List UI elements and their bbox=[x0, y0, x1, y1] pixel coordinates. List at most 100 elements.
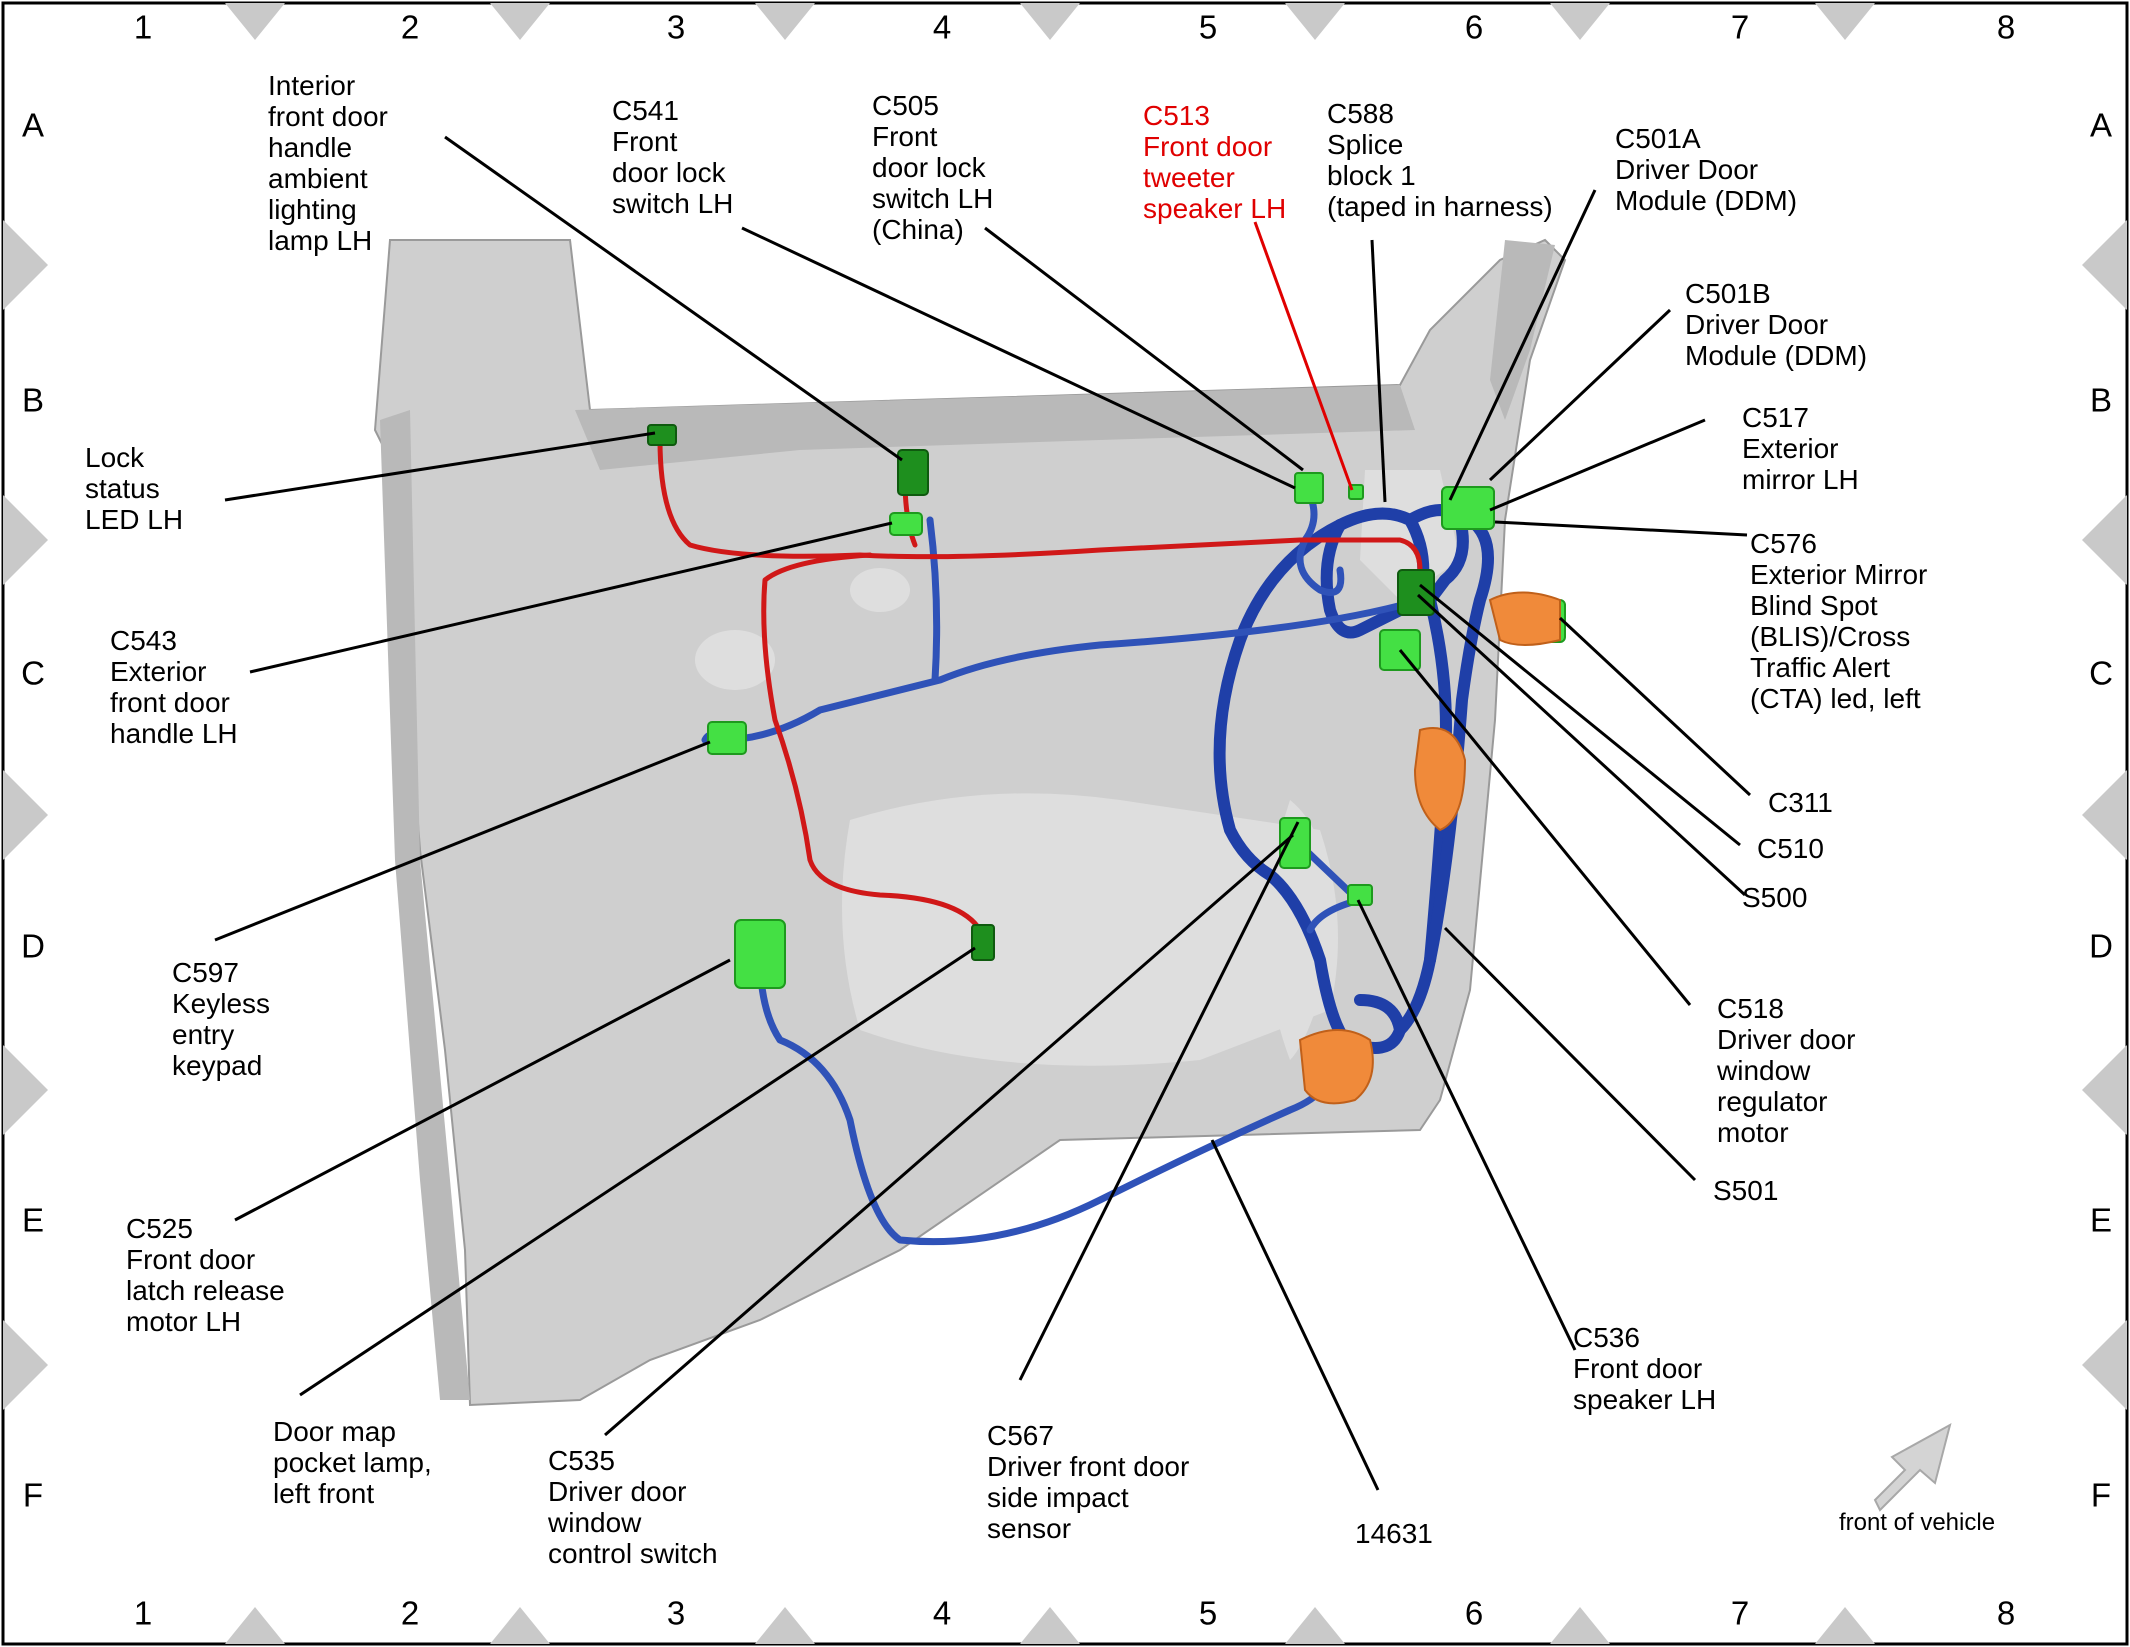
callout-line: C501B bbox=[1685, 278, 1771, 309]
callout-line: entry bbox=[172, 1019, 234, 1050]
callout-line: C576 bbox=[1750, 528, 1817, 559]
grid-row-label: F bbox=[23, 1477, 43, 1514]
callout-line: mirror LH bbox=[1742, 464, 1859, 495]
callout-line: Keyless bbox=[172, 988, 270, 1019]
grid-column-label: 4 bbox=[933, 1595, 951, 1632]
grid-column-label: 3 bbox=[667, 9, 685, 46]
callout-line: door lock bbox=[612, 157, 727, 188]
callout-line: latch release bbox=[126, 1275, 285, 1306]
callout-line: 14631 bbox=[1355, 1518, 1433, 1549]
callout-line: Traffic Alert bbox=[1750, 652, 1890, 683]
front-of-vehicle-label: front of vehicle bbox=[1839, 1509, 1995, 1536]
callout-line: Lock bbox=[85, 442, 145, 473]
callout-line: C536 bbox=[1573, 1322, 1640, 1353]
callout-14631: 14631 bbox=[1355, 1518, 1433, 1549]
callout-line: sensor bbox=[987, 1513, 1071, 1544]
callout-line: switch LH bbox=[872, 183, 993, 214]
grid-column-label: 6 bbox=[1465, 9, 1483, 46]
callout-line: C588 bbox=[1327, 98, 1394, 129]
callout-line: Interior bbox=[268, 70, 355, 101]
connectors bbox=[647, 424, 1566, 1105]
callout-line: S501 bbox=[1713, 1175, 1778, 1206]
grid-row-label: E bbox=[22, 1202, 44, 1239]
callout-line: Exterior bbox=[1742, 433, 1838, 464]
grid-column-label: 3 bbox=[667, 1595, 685, 1632]
callout-line: (China) bbox=[872, 214, 964, 245]
grid-row-label: A bbox=[2090, 107, 2112, 144]
grid-row-label: E bbox=[2090, 1202, 2112, 1239]
callout-line: speaker LH bbox=[1573, 1384, 1716, 1415]
callout-line: Exterior bbox=[110, 656, 206, 687]
callout-line: Driver Door bbox=[1685, 309, 1828, 340]
callout-line: C567 bbox=[987, 1420, 1054, 1451]
callout-line: lighting bbox=[268, 194, 357, 225]
callout-line: C518 bbox=[1717, 993, 1784, 1024]
callout-c311: C311 bbox=[1768, 787, 1833, 818]
callout-line: Front door bbox=[1573, 1353, 1702, 1384]
callout-line: C543 bbox=[110, 625, 177, 656]
callout-line: (taped in harness) bbox=[1327, 191, 1553, 222]
callout-line: C541 bbox=[612, 95, 679, 126]
callout-line: Front bbox=[612, 126, 678, 157]
callout-line: front door bbox=[110, 687, 230, 718]
leader-lines bbox=[214, 135, 1752, 1491]
callout-line: handle bbox=[268, 132, 352, 163]
callout-line: Driver door bbox=[548, 1476, 686, 1507]
callout-line: pocket lamp, bbox=[273, 1447, 432, 1478]
callout-line: Front door bbox=[126, 1244, 255, 1275]
grid-column-label: 7 bbox=[1731, 9, 1749, 46]
grid-row-label: F bbox=[2091, 1477, 2111, 1514]
callout-line: motor LH bbox=[126, 1306, 241, 1337]
callout-line: C513 bbox=[1143, 100, 1210, 131]
grid-row-label: D bbox=[2089, 928, 2113, 965]
callout-line: side impact bbox=[987, 1482, 1129, 1513]
grid-column-label: 1 bbox=[134, 1595, 152, 1632]
callout-line: switch LH bbox=[612, 188, 733, 219]
grid-column-label: 1 bbox=[134, 9, 152, 46]
grid-row-label: C bbox=[2089, 655, 2113, 692]
callout-line: S500 bbox=[1742, 882, 1807, 913]
callout-line: Driver door bbox=[1717, 1024, 1855, 1055]
callout-line: front door bbox=[268, 101, 388, 132]
callout-line: (BLIS)/Cross bbox=[1750, 621, 1910, 652]
callout-s501: S501 bbox=[1713, 1175, 1778, 1206]
grid-column-label: 8 bbox=[1997, 9, 2015, 46]
grid-column-label: 7 bbox=[1731, 1595, 1749, 1632]
callout-line: C505 bbox=[872, 90, 939, 121]
callout-line: handle LH bbox=[110, 718, 238, 749]
grid-border-markers bbox=[3, 3, 2127, 1644]
callout-line: C517 bbox=[1742, 402, 1809, 433]
grid-column-label: 8 bbox=[1997, 1595, 2015, 1632]
callout-line: C535 bbox=[548, 1445, 615, 1476]
grid-column-label: 2 bbox=[401, 9, 419, 46]
callout-s500: S500 bbox=[1742, 882, 1807, 913]
callout-line: Exterior Mirror bbox=[1750, 559, 1927, 590]
callout-line: Driver front door bbox=[987, 1451, 1189, 1482]
callout-line: keypad bbox=[172, 1050, 262, 1081]
callout-line: window bbox=[1716, 1055, 1811, 1086]
front-of-vehicle-indicator: front of vehicle bbox=[1839, 1423, 1995, 1536]
callout-line: speaker LH bbox=[1143, 193, 1286, 224]
grid-row-label: B bbox=[22, 382, 44, 419]
callout-line: regulator bbox=[1717, 1086, 1828, 1117]
callout-line: ambient bbox=[268, 163, 368, 194]
callout-line: Module (DDM) bbox=[1615, 185, 1797, 216]
grid-column-label: 4 bbox=[933, 9, 951, 46]
callout-line: door lock bbox=[872, 152, 987, 183]
